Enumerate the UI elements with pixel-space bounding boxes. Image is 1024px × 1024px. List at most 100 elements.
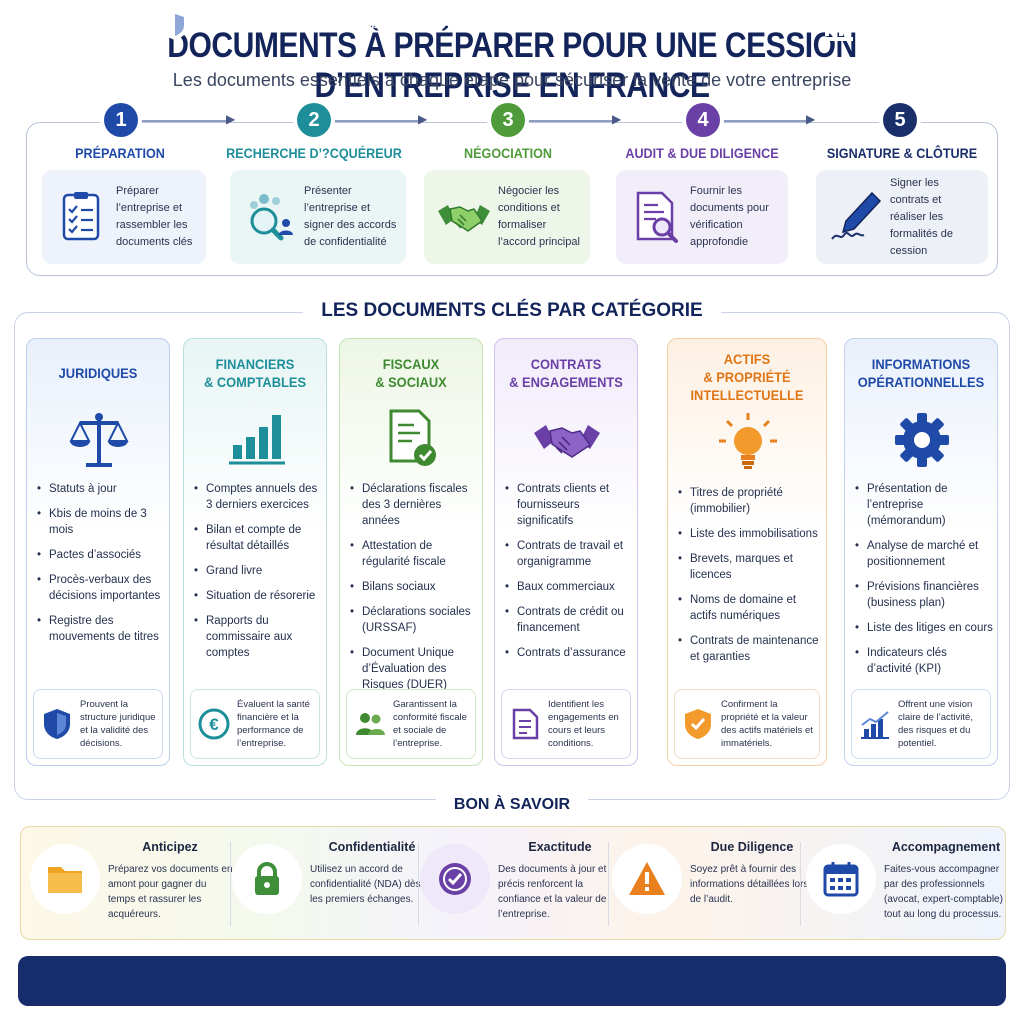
category-summary: Prouvent la structure juridique et la va… bbox=[33, 689, 163, 759]
step-number-badge: 5 bbox=[883, 103, 917, 137]
step-number-badge: 4 bbox=[686, 103, 720, 137]
step-title: NÉGOCIATION bbox=[464, 145, 552, 161]
divider bbox=[800, 842, 801, 926]
step-title: RECHERCHE D’?CQUÉREUR bbox=[226, 145, 402, 161]
list-item: Document Unique d’Évaluation des Risques… bbox=[348, 645, 478, 693]
categories-section-title: LES DOCUMENTS CLÉS PAR CATÉGORIE bbox=[0, 300, 1024, 322]
document-list: Déclarations fiscales des 3 dernières an… bbox=[348, 481, 478, 702]
page-title: DOCUMENTS À PRÉPARER POUR UNE CESSION D’… bbox=[167, 26, 857, 105]
step-connector bbox=[526, 120, 616, 122]
category-summary: Identifient les engagements en cours et … bbox=[501, 689, 631, 759]
category-title: FINANCIERS& COMPTABLES bbox=[203, 356, 307, 390]
list-item: Liste des immobilisations bbox=[676, 526, 822, 542]
footer-message: Une documentation complète et bien organ… bbox=[214, 16, 809, 32]
category-summary-text: Offrent une vision claire de l’activité,… bbox=[898, 699, 973, 749]
list-item: Bilan et compte de résultat détaillés bbox=[192, 522, 322, 554]
list-item: Déclarations fiscales des 3 dernières an… bbox=[348, 481, 478, 529]
category-title: FISCAUX& SOCIAUX bbox=[375, 356, 447, 390]
list-item: Contrats de travail et organigramme bbox=[503, 538, 633, 570]
step-title: AUDIT & DUE DILIGENCE bbox=[625, 145, 779, 161]
step-connector bbox=[140, 120, 228, 122]
tip-accompagnement: Accompagnement Faites-vous accompagner p… bbox=[806, 836, 1004, 932]
tip-title: Exactitude bbox=[528, 840, 592, 854]
list-item: Attestation de régularité fiscale bbox=[348, 538, 478, 570]
tip-icon-wrapper bbox=[420, 844, 490, 914]
category-card-contrats: CONTRATS& ENGAGEMENTS Contrats clients e… bbox=[494, 338, 638, 766]
list-item: Comptes annuels des 3 derniers exercices bbox=[192, 481, 322, 513]
step-connector bbox=[720, 120, 810, 122]
step-description: Fournir les documents pour vérification … bbox=[690, 185, 769, 248]
category-summary: Garantissent la conformité fiscale et so… bbox=[346, 689, 476, 759]
step-number-badge: 1 bbox=[104, 103, 138, 137]
checklist-icon bbox=[62, 192, 100, 241]
document-list: Statuts à jour Kbis de moins de 3 mois P… bbox=[35, 481, 165, 654]
list-item: Contrats de crédit ou financement bbox=[503, 604, 633, 636]
step-description: Négocier les conditions et formaliser l’… bbox=[498, 185, 580, 248]
tip-text: Faites-vous accompagner par des professi… bbox=[884, 864, 1003, 920]
arrow-right-icon: ▶ bbox=[612, 112, 622, 126]
scales-icon bbox=[69, 413, 129, 467]
category-summary-text: Identifient les engagements en cours et … bbox=[548, 699, 619, 749]
tip-anticipez: Anticipez Préparez vos documents en amon… bbox=[30, 836, 233, 932]
page-subtitle: Les documents essentiels à chaque étape … bbox=[172, 70, 852, 90]
list-item: Contrats clients et fournisseurs signifi… bbox=[503, 481, 633, 529]
list-item: Grand livre bbox=[192, 563, 322, 579]
list-item: Titres de propriété (immobilier) bbox=[676, 485, 822, 517]
list-item: Procès-verbaux des décisions importantes bbox=[35, 572, 165, 604]
list-item: Kbis de moins de 3 mois bbox=[35, 506, 165, 538]
category-summary: € Évaluent la santé financière et la per… bbox=[190, 689, 320, 759]
document-search-icon bbox=[636, 191, 678, 243]
calendar-icon bbox=[823, 862, 859, 897]
list-item: Liste des litiges en cours bbox=[853, 620, 993, 636]
document-list: Présentation de l’entreprise (mémorandum… bbox=[853, 481, 993, 686]
footer-banner bbox=[18, 956, 1006, 1006]
pen-signature-icon bbox=[831, 191, 882, 240]
arrow-right-icon: ▶ bbox=[806, 112, 816, 126]
folder-icon bbox=[48, 867, 82, 893]
list-item: Déclarations sociales (URSSAF) bbox=[348, 604, 478, 636]
step-card: Signer les contrats et réaliser les form… bbox=[816, 170, 988, 264]
category-card-fiscaux: FISCAUX& SOCIAUX Déclarations fiscales d… bbox=[339, 338, 483, 766]
list-item: Indicateurs clés d’activité (KPI) bbox=[853, 645, 993, 677]
document-check-icon bbox=[389, 409, 436, 466]
step-card: Fournir les documents pour vérification … bbox=[616, 170, 788, 264]
step-connector bbox=[332, 120, 420, 122]
category-summary: Confirment la propriété et la valeur des… bbox=[674, 689, 820, 759]
institution-icon bbox=[821, 10, 853, 41]
step-card: Préparer l’entreprise et rassembler les … bbox=[42, 170, 206, 264]
tip-icon-wrapper bbox=[232, 844, 302, 914]
tip-confidentialite: Confidentialité Utilisez un accord de co… bbox=[232, 836, 428, 932]
list-item: Registre des mouvements de titres bbox=[35, 613, 165, 645]
growth-chart-icon bbox=[861, 711, 889, 739]
lock-icon bbox=[255, 862, 279, 895]
category-summary-text: Évaluent la santé financière et la perfo… bbox=[237, 699, 310, 749]
handshake-icon bbox=[438, 205, 490, 232]
category-summary-text: Prouvent la structure juridique et la va… bbox=[80, 699, 156, 749]
category-title: CONTRATS& ENGAGEMENTS bbox=[509, 356, 623, 390]
list-item: Brevets, marques et licences bbox=[676, 551, 822, 583]
category-summary-text: Confirment la propriété et la valeur des… bbox=[721, 699, 813, 749]
step-title: PRÉPARATION bbox=[75, 145, 165, 161]
step-number-badge: 3 bbox=[491, 103, 525, 137]
tip-icon-wrapper bbox=[612, 844, 682, 914]
step-description: Préparer l’entreprise et rassembler les … bbox=[116, 185, 193, 248]
shield-icon bbox=[162, 10, 188, 40]
tip-title: Accompagnement bbox=[891, 840, 1001, 854]
list-item: Statuts à jour bbox=[35, 481, 165, 497]
step-card: Négocier les conditions et formaliser l’… bbox=[424, 170, 590, 264]
search-people-icon bbox=[250, 194, 293, 241]
document-list: Titres de propriété (immobilier) Liste d… bbox=[676, 485, 822, 674]
euro-icon: € bbox=[198, 708, 230, 740]
list-item: Rapports du commissaire aux comptes bbox=[192, 613, 322, 661]
bar-chart-icon bbox=[229, 415, 285, 465]
tip-title: Anticipez bbox=[142, 840, 198, 854]
list-item: Baux commerciaux bbox=[503, 579, 633, 595]
list-item: Bilans sociaux bbox=[348, 579, 478, 595]
tips-section-title: BON À SAVOIR bbox=[0, 796, 1024, 814]
divider bbox=[418, 842, 419, 926]
arrow-right-icon: ▶ bbox=[418, 112, 428, 126]
list-item: Pactes d’associés bbox=[35, 547, 165, 563]
gear-icon bbox=[895, 413, 949, 467]
